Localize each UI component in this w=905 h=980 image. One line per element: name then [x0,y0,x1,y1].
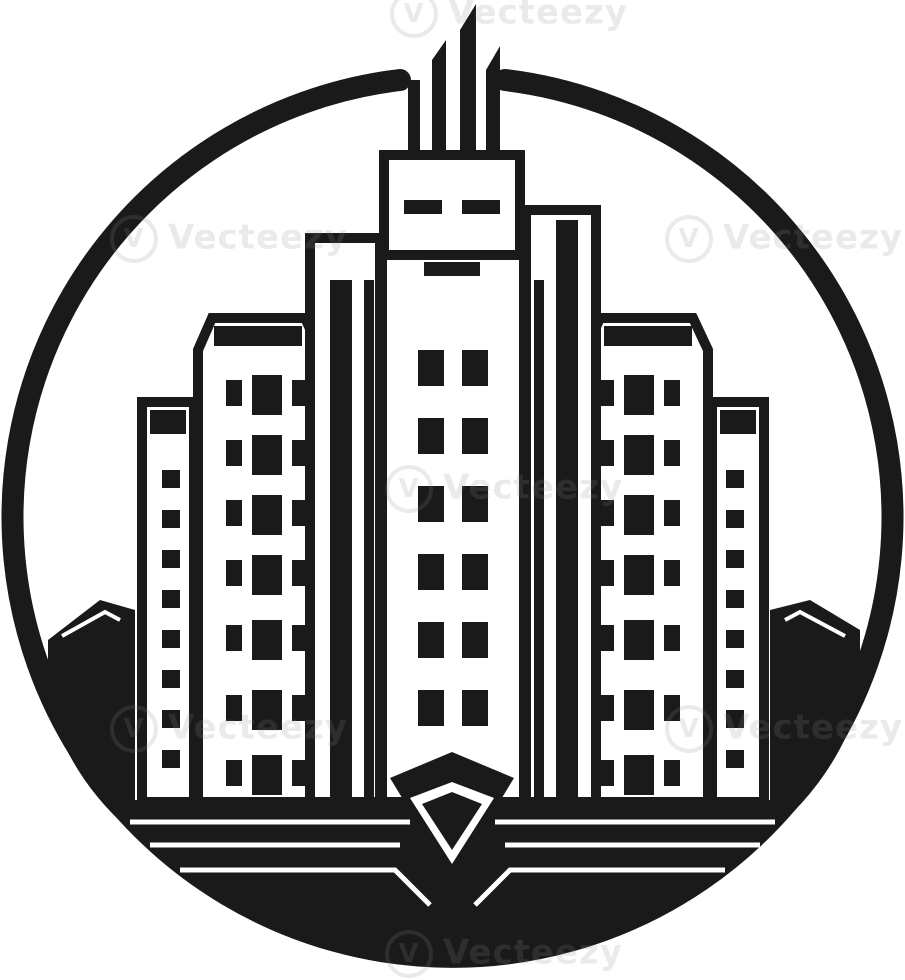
ground-silhouette [48,600,860,955]
tower-left [193,313,325,807]
emblem-ring [1,69,904,968]
tower-center-wings [305,205,601,807]
antenna-spires [408,4,500,160]
tower-far-right [707,397,769,807]
tower-right [581,313,713,807]
left-hill-highlight [61,609,121,638]
tower-center [377,150,529,807]
tower-far-left [137,397,199,807]
right-hill-highlight [784,609,846,638]
diamond-crest [390,752,514,880]
